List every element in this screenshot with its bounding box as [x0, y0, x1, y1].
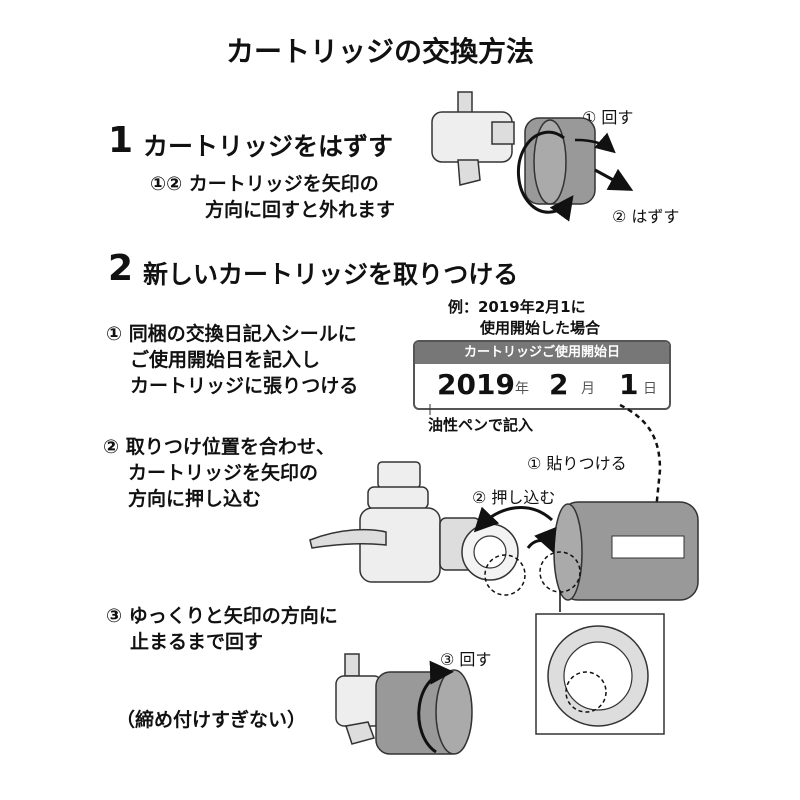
- sub2-line3: 方向に押し込む: [128, 488, 262, 510]
- sticker-day-unit: 日: [643, 381, 657, 397]
- sticker-year: 2019: [437, 368, 515, 401]
- example-line1: 例：2019年2月1に: [448, 298, 586, 316]
- detail-inset: [535, 613, 665, 735]
- tighten-note: （締め付けすぎない）: [116, 709, 307, 731]
- page-title: カートリッジの交換方法: [225, 35, 534, 68]
- step1-callout-remove: ② はずす: [612, 207, 680, 226]
- step1-heading: カートリッジをはずす: [143, 132, 394, 161]
- callout-stick: ① 貼りつける: [527, 454, 627, 473]
- sticker-header: カートリッジご使用開始日: [415, 342, 669, 364]
- sub3-line1: ③ ゆっくりと矢印の方向に: [106, 605, 338, 627]
- cartridge-sticker-label: 交換日 記入シール: [612, 547, 684, 556]
- sticker-year-unit: 年: [515, 381, 529, 397]
- callout-push: ② 押し込む: [472, 488, 556, 507]
- step1-faucet-illustration: [431, 91, 515, 186]
- step2-number: 2: [108, 248, 134, 289]
- sub1-line2: ご使用開始日を記入し: [130, 349, 321, 371]
- sticker-body: 2019 年 2 月 1 日: [415, 364, 669, 408]
- step1-text-line2: 方向に回すと外れます: [205, 199, 396, 221]
- example-line2: 使用開始した場合: [480, 319, 601, 337]
- callout-turn3: ③ 回す: [440, 650, 492, 669]
- sub1-line1: ① 同梱の交換日記入シールに: [106, 323, 357, 345]
- sticker-month: 2: [549, 368, 569, 401]
- sub3-line2: 止まるまで回す: [130, 631, 264, 653]
- step2-heading: 新しいカートリッジを取りつける: [143, 260, 519, 289]
- pen-note: 油性ペンで記入: [428, 416, 534, 434]
- sub2-line2: カートリッジを矢印の: [128, 462, 319, 484]
- sub1-line3: カートリッジに張りつける: [130, 375, 359, 397]
- step1-cartridge-illustration: [516, 117, 634, 222]
- step1-text-line1: ①② カートリッジを矢印の: [150, 173, 379, 195]
- sticker-month-unit: 月: [581, 381, 595, 397]
- step1-callout-turn: ① 回す: [582, 108, 634, 127]
- step2-faucet-illustration: [309, 461, 526, 596]
- start-date-sticker: カートリッジご使用開始日 2019 年 2 月 1 日: [413, 340, 671, 410]
- step2-cartridge-illustration: [473, 501, 699, 612]
- sticker-day: 1: [619, 368, 639, 401]
- sub2-line1: ② 取りつけ位置を合わせ、: [103, 436, 335, 458]
- step1-number: 1: [108, 120, 134, 161]
